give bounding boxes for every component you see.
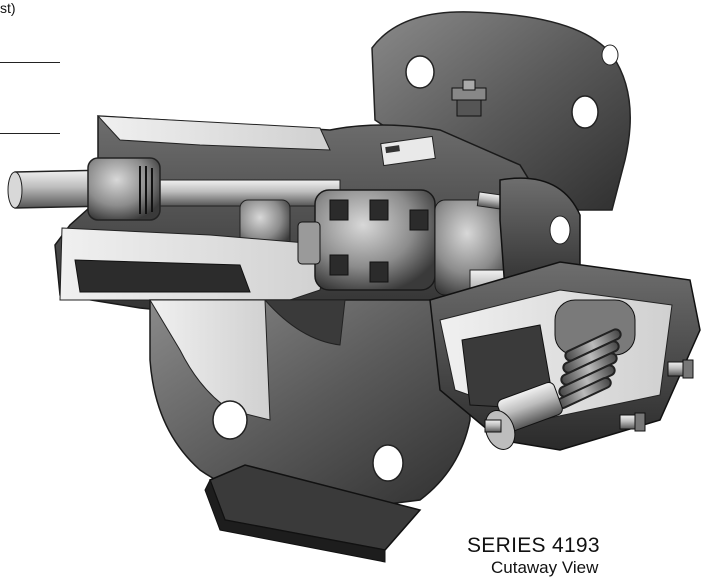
cover-bolts xyxy=(484,359,694,433)
header-fragment-text: st) xyxy=(0,0,16,16)
cutaway-subtitle: Cutaway View xyxy=(491,558,599,577)
pump-base-foot xyxy=(204,464,422,563)
series-caption: SERIES 4193 xyxy=(467,534,600,557)
casing-cut-section xyxy=(59,227,331,301)
bearing-assembly xyxy=(87,157,291,251)
divider-rule xyxy=(0,62,60,63)
vent-plug xyxy=(451,79,487,117)
rear-flange xyxy=(371,11,631,211)
relief-valve-spring xyxy=(554,299,636,410)
front-casing xyxy=(149,299,471,511)
divider-rule xyxy=(0,133,60,134)
